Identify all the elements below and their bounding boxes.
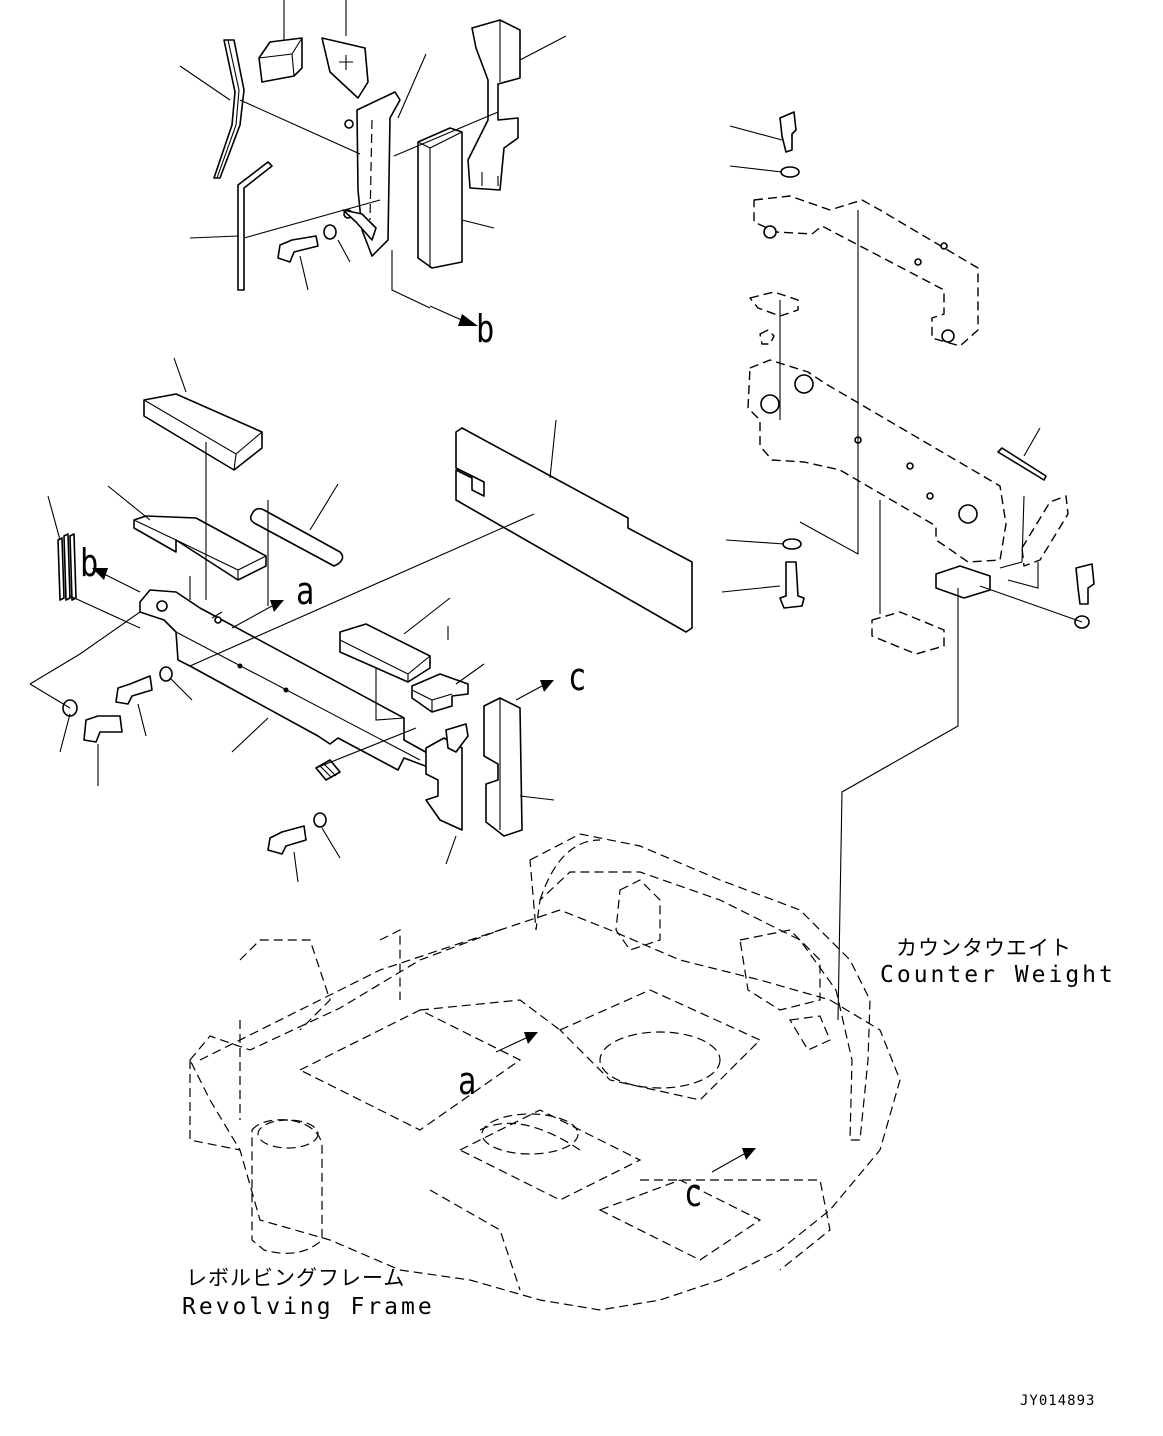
pad-block — [411, 673, 469, 713]
bolt-right — [1075, 563, 1095, 605]
counter-weight-label-jp: カウンタウエイト — [896, 936, 1072, 960]
counter-weight-label-en: Counter Weight — [880, 962, 1116, 988]
callout-b-left: b — [80, 541, 99, 585]
panel-c — [483, 697, 523, 837]
bolt-2 — [115, 675, 153, 705]
bolt-top-right — [779, 111, 797, 153]
small-strip-right — [997, 447, 1047, 481]
foam-tube — [249, 507, 344, 567]
lower-bracket-group — [57, 393, 693, 855]
revolving-frame — [189, 833, 901, 1311]
washer-mid-right — [782, 538, 802, 550]
pad-flat — [339, 623, 431, 683]
bolt-upper — [277, 235, 319, 263]
pad-large — [143, 393, 263, 471]
seal-strip — [213, 39, 245, 179]
washer-top-right — [780, 166, 800, 178]
l-rod — [237, 161, 273, 291]
bolt-3 — [267, 825, 307, 855]
washer-2 — [159, 666, 173, 682]
callout-c-frame: c — [684, 1171, 703, 1215]
pad-small-1 — [258, 37, 303, 83]
side-bracket-upper — [467, 19, 521, 191]
bolt-mid-right — [779, 561, 805, 609]
lower-mount-plate — [747, 359, 1007, 563]
revolving-frame-label-en: Revolving Frame — [182, 1294, 435, 1320]
bolt-1 — [83, 715, 123, 743]
callout-arrows — [92, 305, 756, 1173]
callout-c-middle: c — [568, 655, 587, 699]
main-long-bracket — [139, 589, 441, 771]
counterweight-bracket-group — [747, 111, 1095, 655]
long-plate — [455, 427, 693, 633]
revolving-frame-label-jp: レボルビングフレーム — [186, 1266, 406, 1290]
vertical-bracket — [356, 91, 401, 257]
strip-stack — [57, 537, 65, 601]
callout-b-upper: b — [476, 307, 495, 351]
end-bracket-small — [445, 723, 469, 753]
upper-mount-bracket — [753, 195, 979, 347]
callout-a-frame: a — [458, 1059, 477, 1103]
spacer-block — [871, 611, 945, 655]
washer-3 — [313, 812, 327, 828]
long-pad-upper — [417, 127, 463, 269]
pad-l-shape — [133, 515, 267, 581]
callout-a-middle: a — [296, 569, 315, 613]
upper-bracket-group — [213, 19, 521, 291]
drawing-code: JY014893 — [1020, 1393, 1096, 1409]
clip — [315, 759, 341, 781]
leader-lines — [29, 0, 1083, 1021]
